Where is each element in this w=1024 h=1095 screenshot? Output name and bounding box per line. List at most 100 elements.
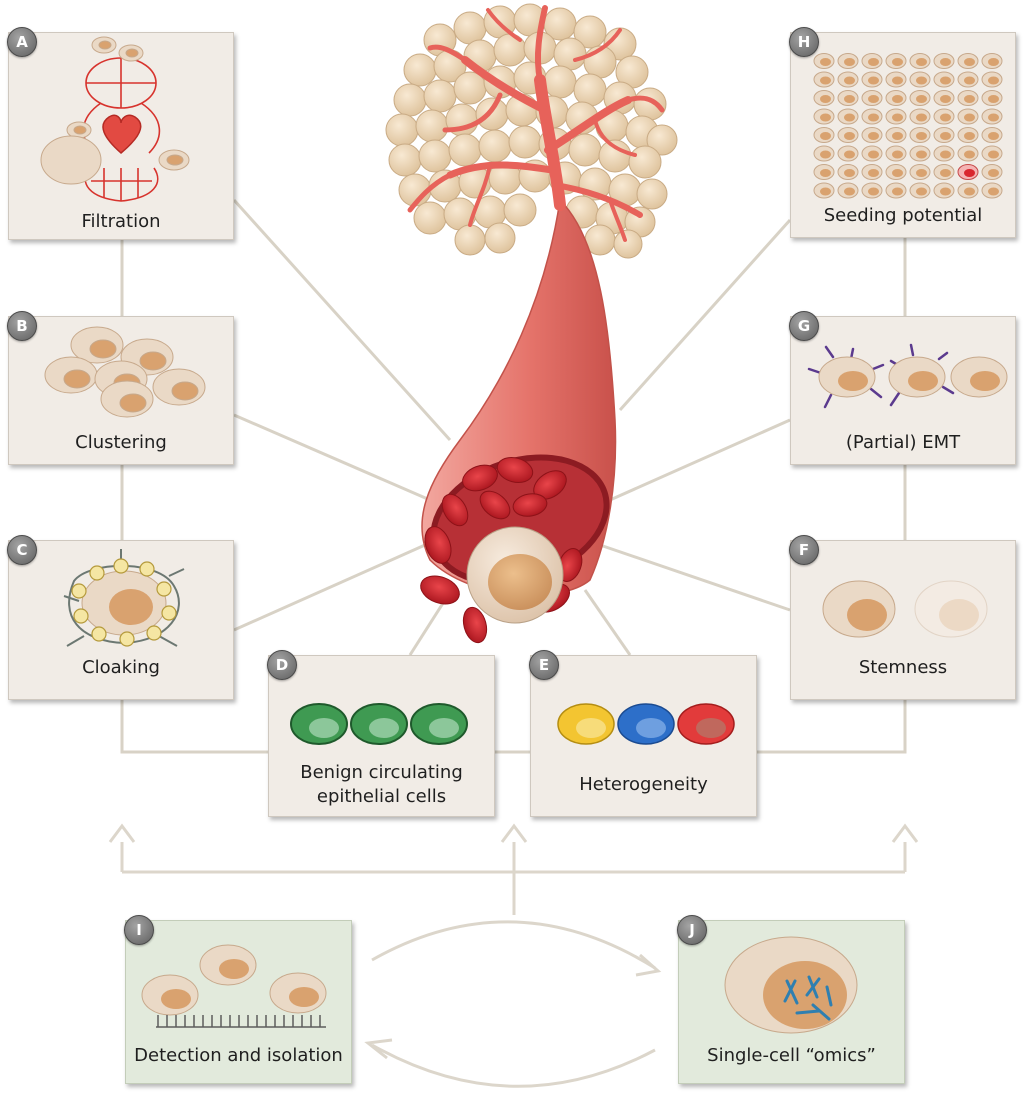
cell-grid-illustration <box>813 53 1003 199</box>
grid-cell-nucleus <box>916 132 927 140</box>
grid-cell-nucleus <box>964 95 975 103</box>
panel-letter-badge: G <box>789 311 819 341</box>
stem-cells-illustration <box>822 580 988 638</box>
panel-heterogeneity: E Heterogeneity <box>529 650 757 817</box>
grid-cell-nucleus <box>916 58 927 66</box>
chromosome-icon <box>783 975 833 1021</box>
grid-cell-nucleus <box>964 169 975 177</box>
grid-cell-nucleus <box>964 150 975 159</box>
grid-cell-nucleus <box>964 113 975 122</box>
grid-cell-nucleus <box>868 169 879 177</box>
grid-cell-nucleus <box>820 132 831 140</box>
grid-cell-nucleus <box>916 150 927 159</box>
panel-clustering: B Clustering <box>7 311 234 465</box>
grid-cell-nucleus <box>892 58 903 66</box>
grid-cell-nucleus <box>844 58 855 66</box>
grid-cell-nucleus <box>892 76 903 85</box>
panel-label: (Partial) EMT <box>845 432 961 453</box>
grid-cell-nucleus <box>916 76 927 85</box>
grid-cell-nucleus <box>940 132 951 140</box>
panel-seeding-potential: H Seeding potential <box>789 27 1016 238</box>
panel-label: Seeding potential <box>823 205 983 226</box>
panel-label: Stemness <box>858 657 948 678</box>
grid-cell-nucleus <box>868 58 879 66</box>
panel-letter-badge: C <box>7 535 37 565</box>
panel-single-cell-omics: J Single-cell “omics” <box>677 915 905 1084</box>
grid-cell-nucleus <box>868 95 879 103</box>
green-cells-illustration <box>290 703 468 745</box>
grid-cell-nucleus <box>940 95 951 103</box>
panel-label: Filtration <box>81 211 161 232</box>
grid-cell-nucleus <box>868 132 879 140</box>
grid-cell-nucleus <box>940 58 951 66</box>
panel-partial-emt: G (Partial) EMT <box>789 311 1016 465</box>
grid-cell-nucleus <box>964 76 975 85</box>
grid-cell-nucleus <box>988 150 999 159</box>
grid-cell-nucleus <box>868 76 879 85</box>
grid-cell-nucleus <box>820 58 831 66</box>
grid-cell-nucleus <box>940 150 951 159</box>
grid-cell-nucleus <box>892 132 903 140</box>
cell-cluster-illustration <box>44 326 206 418</box>
grid-cell-nucleus <box>988 187 999 196</box>
grid-cell-nucleus <box>844 169 855 177</box>
grid-cell-nucleus <box>940 187 951 196</box>
grid-cell-nucleus <box>892 113 903 122</box>
grid-cell-nucleus <box>820 169 831 177</box>
panel-letter-badge: D <box>267 650 297 680</box>
panel-detection-isolation: I Detection and isolation <box>124 915 352 1084</box>
grid-cell-nucleus <box>916 95 927 103</box>
single-cell-illustration <box>724 936 858 1034</box>
grid-cell-nucleus <box>988 169 999 177</box>
panel-label: Clustering <box>75 432 167 453</box>
grid-cell-nucleus <box>988 95 999 103</box>
grid-cell-nucleus <box>940 76 951 85</box>
grid-cell-nucleus <box>820 150 831 159</box>
grid-cell-nucleus <box>892 150 903 159</box>
grid-cell-nucleus <box>916 169 927 177</box>
panel-letter-badge: B <box>7 311 37 341</box>
grid-cell-nucleus <box>892 187 903 196</box>
heart-circulation-illustration <box>40 36 190 202</box>
grid-cell-nucleus <box>844 150 855 159</box>
panel-cloaking: C Cloaking <box>7 535 234 700</box>
panel-letter-badge: J <box>677 915 707 945</box>
grid-cell-nucleus <box>892 169 903 177</box>
panel-letter-badge: E <box>529 650 559 680</box>
grid-cell-nucleus <box>820 76 831 85</box>
grid-cell-nucleus <box>892 95 903 103</box>
grid-cell-nucleus <box>988 113 999 122</box>
panel-benign-cells: D Benign circulating epithelial cells <box>267 650 495 817</box>
platelet-cloak-illustration <box>63 549 185 647</box>
panel-letter-badge: I <box>124 915 154 945</box>
panel-filtration: A <box>7 27 234 240</box>
grid-cell-nucleus <box>964 58 975 66</box>
grid-cell-nucleus <box>820 113 831 122</box>
capture-surface-illustration <box>141 944 327 1028</box>
grid-cell-nucleus <box>940 113 951 122</box>
emt-cells-illustration <box>807 343 1008 409</box>
panel-label: Detection and isolation <box>134 1045 343 1066</box>
grid-cell-nucleus <box>940 169 951 177</box>
panel-label-line2: epithelial cells <box>316 786 447 807</box>
grid-cell-nucleus <box>868 113 879 122</box>
grid-cell-nucleus <box>916 113 927 122</box>
panel-letter-badge: A <box>7 27 37 57</box>
circulating-tumor-cell <box>466 526 564 624</box>
panel-letter-badge: H <box>789 27 819 57</box>
grid-cell-nucleus <box>820 187 831 196</box>
panel-label-line1: Benign circulating <box>300 762 463 783</box>
grid-cell-nucleus <box>916 187 927 196</box>
grid-cell-nucleus <box>868 187 879 196</box>
panel-label: Cloaking <box>82 657 160 678</box>
grid-cell-nucleus <box>988 76 999 85</box>
panel-label: Heterogeneity <box>579 774 708 795</box>
grid-cell-nucleus <box>868 150 879 159</box>
grid-cell-nucleus <box>844 187 855 196</box>
red-blood-cells <box>420 457 583 644</box>
grid-cell-nucleus <box>964 187 975 196</box>
grid-cell-nucleus <box>820 95 831 103</box>
